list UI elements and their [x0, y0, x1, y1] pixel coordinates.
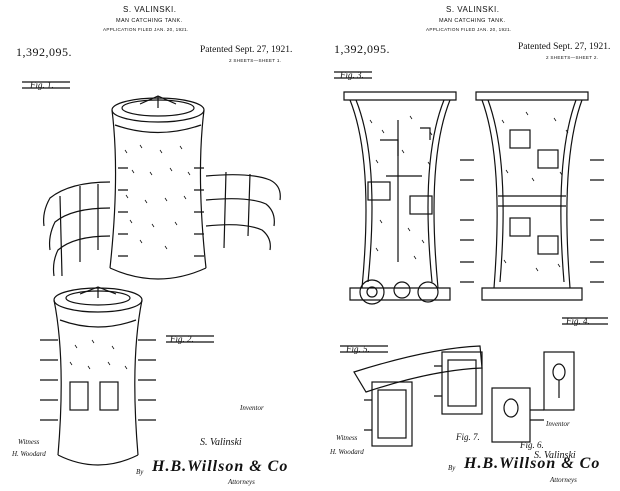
sheet-info: 2 SHEETS—SHEET 1.: [229, 58, 282, 63]
figure-label-2: Fig. 2.: [170, 334, 194, 344]
by-label: By: [136, 468, 144, 476]
tank-drawing-sheet-1: [22, 81, 281, 466]
application-filed: APPLICATION FILED JAN. 20, 1921.: [426, 27, 512, 32]
figure-label-4: Fig. 4.: [566, 316, 590, 326]
witness-signature: H. Woodard: [12, 450, 46, 458]
figure-label-7: Fig. 7.: [456, 432, 480, 442]
inventor-label: Inventor: [546, 420, 570, 428]
witness-label: Witness: [18, 438, 40, 446]
patent-date: Patented Sept. 27, 1921.: [518, 42, 611, 52]
attorneys-label: Attorneys: [228, 478, 255, 486]
inventor-signature: S. Valinski: [200, 437, 242, 448]
figure-label-1: Fig. 1.: [30, 80, 54, 90]
witness-label: Witness: [336, 434, 358, 442]
attorneys-label: Attorneys: [550, 476, 577, 484]
inventor-name: S. VALINSKI.: [446, 5, 500, 14]
patent-number: 1,392,095.: [16, 45, 72, 59]
attorney-signature: H.B.Willson & Co: [464, 455, 601, 472]
inventor-label: Inventor: [240, 404, 264, 412]
sheet-info: 2 SHEETS—SHEET 2.: [546, 55, 599, 60]
patent-title: MAN CATCHING TANK.: [439, 18, 506, 24]
patent-number: 1,392,095.: [334, 42, 390, 56]
tank-drawing-sheet-2: [334, 71, 608, 447]
attorney-signature: H.B.Willson & Co: [152, 458, 289, 475]
figure-label-6: Fig. 6.: [520, 440, 544, 450]
patent-date: Patented Sept. 27, 1921.: [200, 45, 293, 55]
patent-title: MAN CATCHING TANK.: [116, 18, 183, 24]
application-filed: APPLICATION FILED JAN. 20, 1921.: [103, 27, 189, 32]
patent-sheet-1: S. VALINSKI. MAN CATCHING TANK. APPLICAT…: [12, 5, 293, 486]
inventor-name: S. VALINSKI.: [123, 5, 177, 14]
figure-label-5: Fig. 5.: [346, 344, 370, 354]
witness-signature: H. Woodard: [330, 448, 364, 456]
inventor-signature: S. Valinski: [534, 450, 576, 461]
figure-label-3: Fig. 3.: [340, 70, 364, 80]
by-label: By: [448, 464, 456, 472]
patent-sheet-2: S. VALINSKI. MAN CATCHING TANK. APPLICAT…: [310, 0, 620, 491]
